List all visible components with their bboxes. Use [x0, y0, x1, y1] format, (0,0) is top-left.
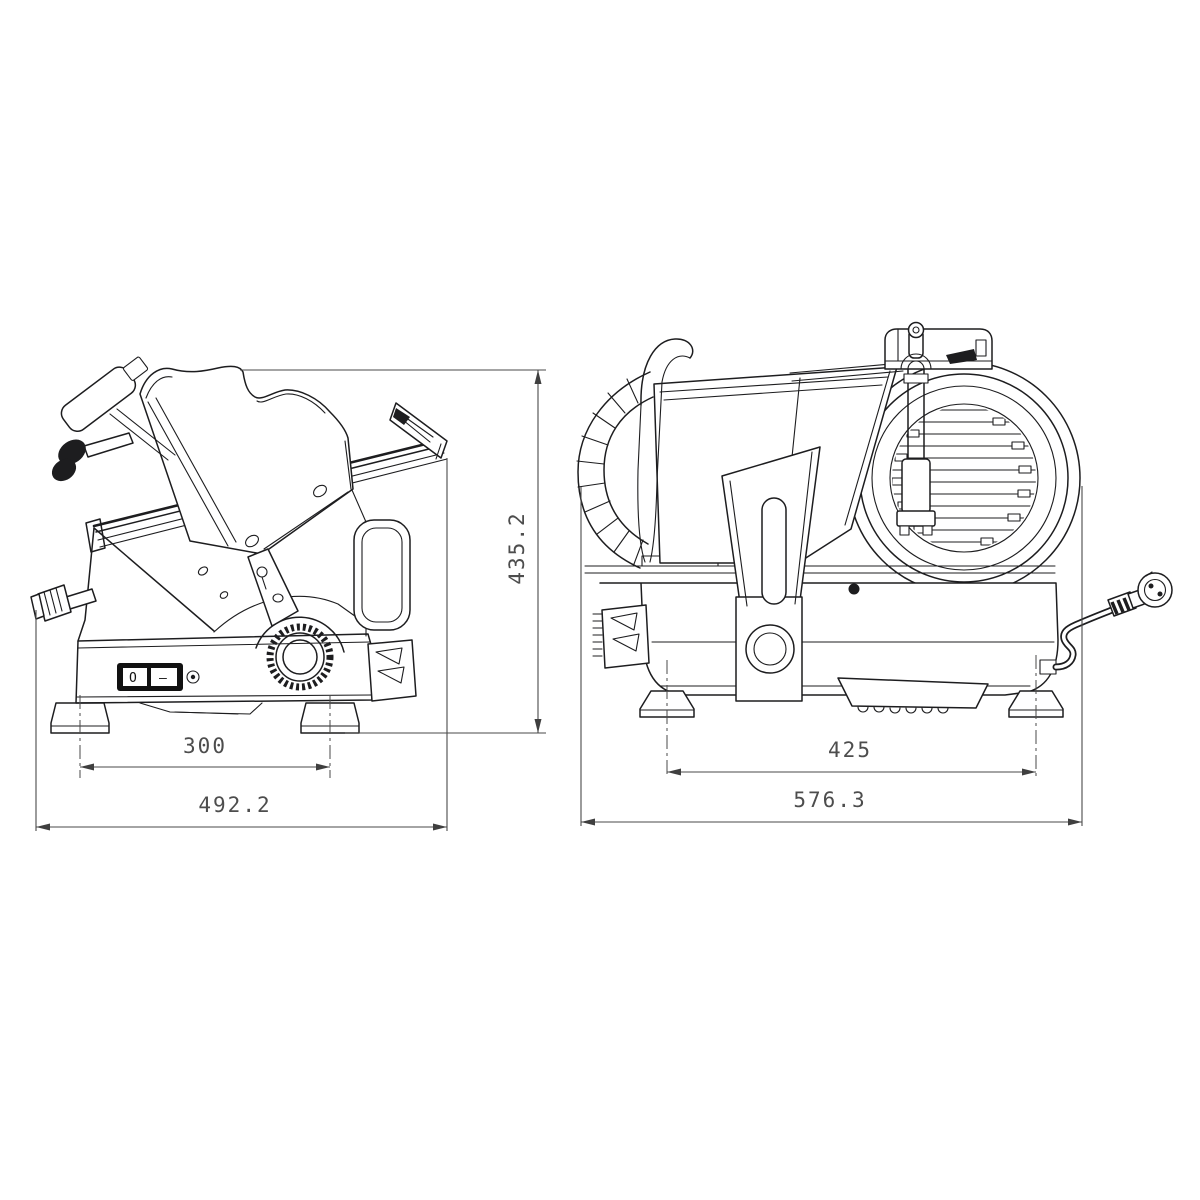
power-plug: [1107, 571, 1173, 617]
front-feet: [639, 690, 1064, 718]
power-cord: [1039, 606, 1116, 675]
side-bracket: [367, 639, 417, 702]
front-bracket: [592, 604, 650, 669]
machine-base-front: [599, 582, 1059, 696]
knurled-knob: [58, 439, 86, 465]
indicator-light: [186, 670, 200, 684]
dim-side-feet-spacing: 300: [80, 734, 330, 771]
carriage-support: [247, 489, 367, 627]
dimension-annotations: 435.2 300 492.2 425: [35, 369, 1083, 831]
tray-rim-arc: [576, 371, 654, 569]
dim-label-side-height: 435.2: [505, 511, 529, 584]
blade-sharpener-side: [389, 402, 448, 460]
dim-front-overall-width: 576.3: [580, 486, 1083, 826]
dim-side-overall-width: 492.2: [35, 458, 448, 831]
side-feet: [50, 702, 360, 734]
pusher-column: [721, 446, 860, 702]
power-switch[interactable]: O –: [117, 663, 183, 691]
carry-handle[interactable]: [353, 519, 411, 631]
dim-label-front-overall-width: 576.3: [793, 788, 866, 812]
dim-label-side-overall-width: 492.2: [198, 793, 271, 817]
dim-side-height: 435.2: [240, 369, 546, 734]
side-view: O –: [30, 356, 448, 734]
sharpener-piston: [901, 458, 931, 514]
tray-lock-knob[interactable]: [30, 584, 97, 622]
front-view: [576, 321, 1173, 718]
dim-label-front-feet-spacing: 425: [828, 738, 872, 762]
deck: [584, 555, 1056, 574]
thickness-dial[interactable]: [255, 616, 345, 691]
foot: [50, 702, 110, 734]
pusher-slot: [761, 497, 787, 605]
drip-tray: [837, 677, 989, 714]
dim-label-side-feet-spacing: 300: [183, 734, 227, 758]
pusher-handle-assembly: [51, 356, 176, 482]
rim-ribs: [576, 378, 644, 565]
bolt-head: [848, 583, 860, 595]
sharpener-assembly-front: [789, 321, 993, 536]
knurled-knob: [51, 458, 77, 482]
switch-off-glyph: O: [129, 671, 137, 686]
chute-tray: [139, 365, 354, 555]
dim-front-feet-spacing: 425: [667, 738, 1036, 776]
pusher-knob: [745, 624, 795, 674]
switch-on-glyph: –: [159, 671, 167, 686]
